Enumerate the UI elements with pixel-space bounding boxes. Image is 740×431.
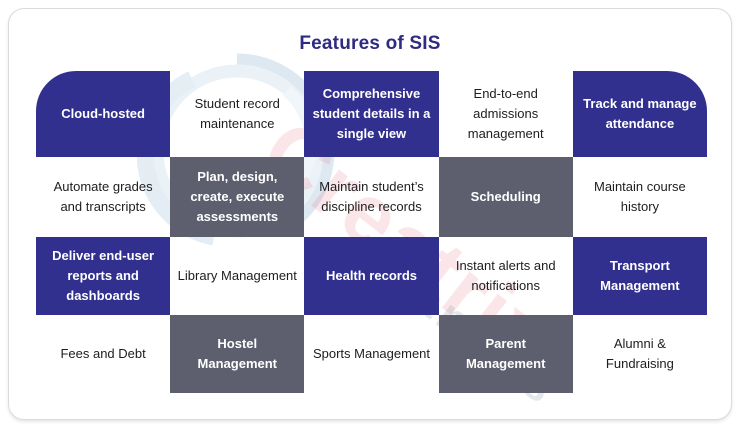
cell-end-to-end-admissions: End-to-end admissions management [467,85,544,142]
page-title: Features of SIS [299,33,441,54]
features-grid: Cloud-hosted Student record maintenance … [36,71,707,393]
cell-instant-alerts: Instant alerts and notifications [455,257,556,293]
cell-parent-management: Parent Management [438,315,573,393]
cell-scheduling: Scheduling [438,157,573,237]
cell-course-history: Maintain course history [594,178,686,214]
cell-automate-grades: Automate grades and transcripts [53,178,153,214]
cell-assessments: Plan, design, create, execute assessment… [170,157,305,237]
cell-cloud-hosted: Cloud-hosted [36,71,171,157]
cell-student-record-maintenance: Student record maintenance [194,95,280,131]
cell-discipline-records: Maintain student’s discipline records [319,178,424,214]
cell-fees-and-debt: Fees and Debt [60,345,146,361]
cell-end-user-reports: Deliver end-user reports and dashboards [36,237,171,315]
cell-alumni-fundraising: Alumni & Fundraising [605,335,674,371]
cell-track-attendance: Track and manage attendance [572,71,707,157]
cell-comprehensive-student-details: Comprehensive student details in a singl… [304,71,439,157]
cell-transport-management: Transport Management [572,237,707,315]
features-card: Creatrix Campus Features of SIS Cloud-ho… [8,8,732,420]
cell-hostel-management: Hostel Management [170,315,305,393]
cell-health-records: Health records [304,237,439,315]
cell-sports-management: Sports Management [312,345,431,361]
cell-library-management: Library Management [177,267,297,283]
